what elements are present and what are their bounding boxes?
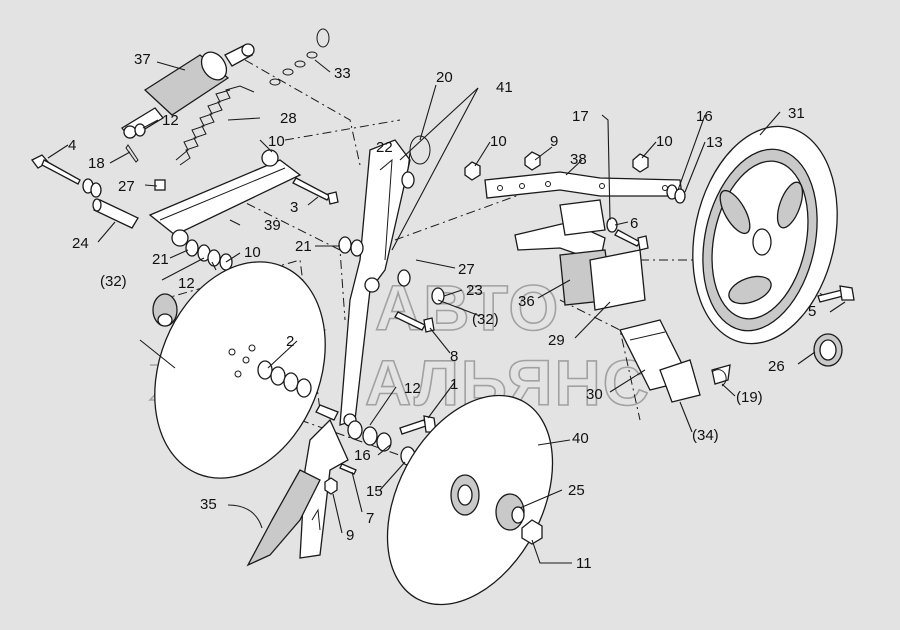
callout-23: 23 <box>466 282 483 299</box>
part-31-press-wheel <box>692 125 838 345</box>
callout-13: 13 <box>706 134 723 151</box>
callout-2: 2 <box>286 333 294 350</box>
part-3-bolt <box>292 177 339 205</box>
callout-32: (32) <box>472 311 499 328</box>
callout-12: 12 <box>404 380 421 397</box>
callout-24: 24 <box>72 235 89 252</box>
callout-10: 10 <box>490 133 507 150</box>
part-24-pin <box>92 198 139 229</box>
callout-4: 4 <box>68 137 76 154</box>
part-left-disc <box>154 261 326 479</box>
callout-32: (32) <box>100 273 127 290</box>
part-9-nut <box>324 477 338 495</box>
callout-20: 20 <box>436 69 453 86</box>
callout-9: 9 <box>550 133 558 150</box>
callout-labels: 1 2 3 4 5 6 7 8 9 9 10 10 10 10 11 12 12… <box>68 51 816 572</box>
callout-18: 18 <box>88 155 105 172</box>
part-38-bracket <box>484 171 683 199</box>
part-hub-cap-left <box>152 293 178 327</box>
callout-10: 10 <box>268 133 285 150</box>
part-39-parallel-arm <box>148 149 302 247</box>
callout-16: 16 <box>696 108 713 125</box>
part-29-plate <box>589 249 646 311</box>
callout-40: 40 <box>572 430 589 447</box>
part-19-clip <box>711 369 727 387</box>
callout-35: 35 <box>200 496 217 513</box>
part-18-cotter-pin <box>125 144 139 163</box>
callout-10: 10 <box>656 133 673 150</box>
part-11-nut <box>521 519 543 545</box>
part-35-shank <box>246 418 349 567</box>
part-37-hydraulic-cylinder <box>121 43 255 139</box>
callout-8: 8 <box>450 348 458 365</box>
callout-25: 25 <box>568 482 585 499</box>
part-25-hub <box>495 493 525 531</box>
callout-12: 12 <box>162 112 179 129</box>
callout-5: 5 <box>808 303 816 320</box>
part-33-chain <box>269 28 330 86</box>
callout-16: 16 <box>354 447 371 464</box>
callout-29: 29 <box>548 332 565 349</box>
callout-36: 36 <box>518 293 535 310</box>
part-26-bearing <box>813 333 843 367</box>
callout-33: 33 <box>334 65 351 82</box>
callout-12: 12 <box>178 275 195 292</box>
callout-41: 41 <box>496 79 513 96</box>
nuts-top <box>464 151 686 204</box>
part-7-screw <box>339 463 357 475</box>
part-22-ring <box>401 135 431 189</box>
callout-38: 38 <box>570 151 587 168</box>
callout-27: 27 <box>458 261 475 278</box>
callout-30: 30 <box>586 386 603 403</box>
part-27-grease-nipple <box>154 179 166 191</box>
callout-6: 6 <box>630 215 638 232</box>
callout-21: 21 <box>152 251 169 268</box>
callout-39: 39 <box>264 217 281 234</box>
callout-26: 26 <box>768 358 785 375</box>
callout-34: (34) <box>692 427 719 444</box>
callout-1: 1 <box>450 376 458 393</box>
part-28-spring <box>175 85 255 166</box>
callout-15: 15 <box>366 483 383 500</box>
callout-31: 31 <box>788 105 805 122</box>
callout-7: 7 <box>366 510 374 527</box>
callout-17: 17 <box>572 108 589 125</box>
part-12-washer-top <box>134 123 146 137</box>
callout-10: 10 <box>244 244 261 261</box>
callout-37: 37 <box>134 51 151 68</box>
part-34-bracket <box>659 359 731 403</box>
callout-3: 3 <box>290 199 298 216</box>
callout-22: 22 <box>376 139 393 156</box>
callout-9: 9 <box>346 527 354 544</box>
part-5-bolt <box>817 285 855 303</box>
callout-21: 21 <box>295 238 312 255</box>
washers-pivot <box>185 239 233 271</box>
callout-27: 27 <box>118 178 135 195</box>
washers-left <box>82 178 102 198</box>
part-8-bolt <box>394 311 435 333</box>
leader-lines <box>47 59 846 564</box>
part-2-spacers <box>257 360 312 398</box>
part-4-bolt <box>31 154 81 185</box>
callout-28: 28 <box>280 110 297 127</box>
callout-11: 11 <box>576 555 592 572</box>
part-6-bolt <box>606 217 649 251</box>
callout-19: (19) <box>736 389 763 406</box>
part-41-frame <box>339 139 411 427</box>
washers-middle <box>338 236 445 305</box>
